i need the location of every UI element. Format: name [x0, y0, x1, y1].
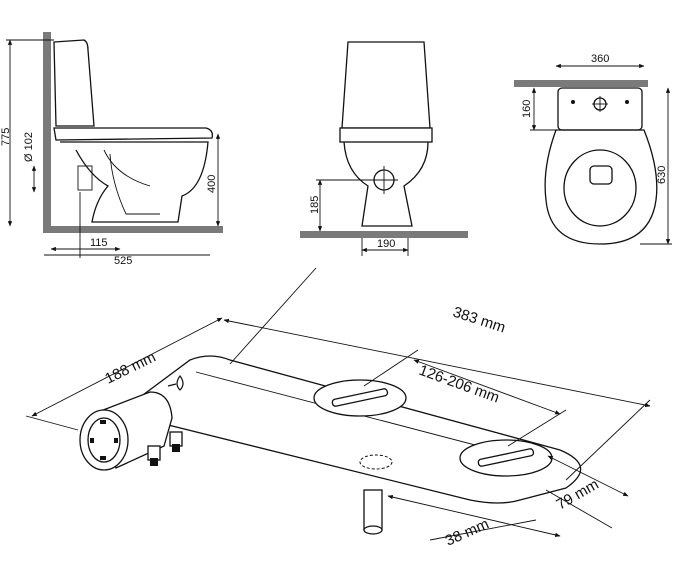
knob-markers — [90, 420, 118, 460]
floor — [43, 226, 223, 233]
bowl — [60, 141, 209, 223]
connector-1 — [147, 445, 161, 461]
drain — [589, 165, 613, 185]
dim-diameter-102: Ø 102 — [23, 132, 35, 162]
dim-188mm: 188 mm — [102, 349, 158, 388]
seat — [53, 127, 214, 141]
dim-383mm: 383 mm — [451, 304, 508, 337]
cistern — [341, 41, 431, 129]
dim-190: 190 — [377, 238, 395, 250]
top-view: 360 160 630 — [514, 53, 672, 245]
outlet-pipe — [77, 165, 93, 191]
floor — [300, 231, 468, 238]
dim-775: 775 — [0, 128, 12, 146]
bowl-outline — [544, 129, 658, 245]
dim-126-206mm: 126-206 mm — [417, 362, 502, 407]
dim-360: 360 — [591, 53, 609, 65]
inlet-pipe — [363, 489, 383, 531]
dim-525: 525 — [114, 255, 132, 267]
bowl-opening — [563, 149, 637, 227]
cistern — [53, 39, 95, 127]
dim-160: 160 — [521, 100, 533, 118]
connector-2 — [169, 431, 183, 447]
control-knob — [79, 409, 129, 471]
bowl — [343, 141, 429, 227]
bidet-attachment: 188 mm 383 mm 126-206 mm 79 mm 38 mm — [25, 267, 651, 550]
dim-185: 185 — [309, 196, 321, 214]
dim-38mm: 38 mm — [443, 515, 492, 549]
wall — [43, 32, 51, 232]
water-drop-icon — [167, 374, 184, 391]
wall — [514, 80, 648, 87]
side-view: 775 Ø 102 400 115 525 — [0, 32, 223, 267]
front-view: 185 190 — [300, 41, 468, 256]
dim-400: 400 — [206, 175, 218, 193]
nozzle-outline — [359, 454, 393, 470]
dim-630: 630 — [656, 166, 668, 184]
seat — [339, 127, 433, 143]
dim-115: 115 — [90, 237, 108, 249]
